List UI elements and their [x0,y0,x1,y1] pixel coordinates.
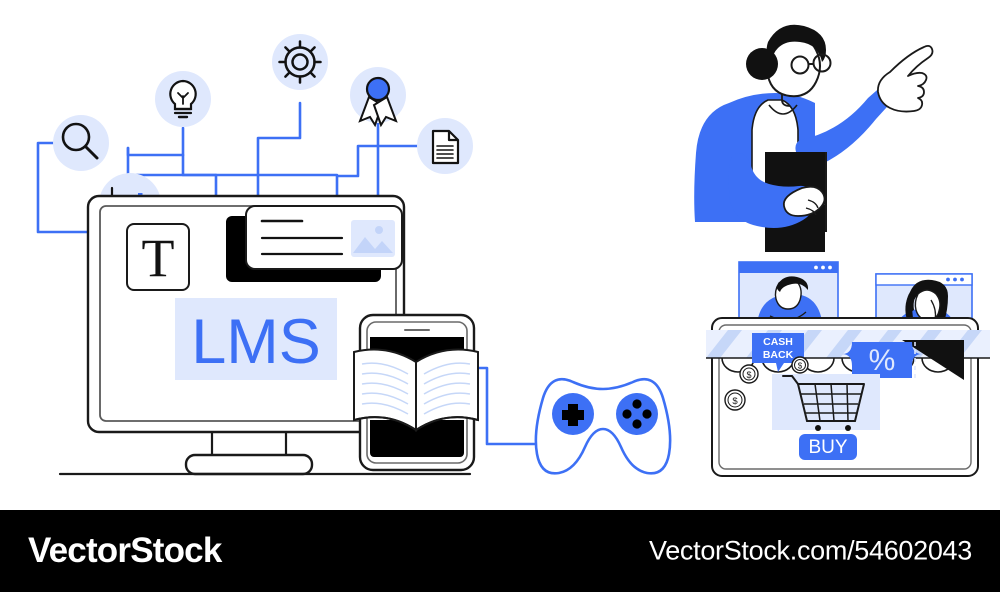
source-url: VectorStock.com/54602043 [648,535,972,566]
coin-2: $ [724,389,746,411]
game-controller[interactable] [534,377,672,475]
window-dots-left [814,265,832,270]
lms-label: LMS [175,298,337,380]
corner-accent [902,340,964,380]
action-buttons-icon[interactable] [616,393,658,435]
lightbulb-icon[interactable] [155,71,211,127]
percent-coupon[interactable]: % [842,342,922,378]
vector-illustration: T LMS [36,24,990,477]
window-dots-right [946,277,964,282]
connector-lines [36,101,549,446]
award-ribbon-icon[interactable] [350,67,406,128]
cashback-line1: CASH [763,336,793,348]
image-placeholder-icon [351,220,395,257]
document-icon[interactable] [417,118,473,174]
text-tool-icon[interactable]: T [126,223,190,291]
coins: $ $ $ [724,356,809,411]
shop-scene[interactable]: % CASH BACK $ $ [682,261,990,477]
svg-text:$: $ [732,396,738,407]
gear-icon[interactable] [272,34,328,90]
percent-symbol: % [869,344,896,377]
cashback-line2: BACK [763,349,794,361]
glasses-icon [790,53,832,75]
svg-text:$: $ [798,362,803,371]
tablet-ebook[interactable] [353,313,479,472]
content-card[interactable] [226,205,403,282]
watermark-bar: VectorStock VectorStock.com/54602043 [0,510,1000,592]
buy-button-label: BUY [808,437,847,458]
open-book-icon [353,348,479,432]
svg-text:$: $ [746,370,751,380]
brand-name: VectorStock [28,531,222,570]
desktop-monitor[interactable]: T LMS [58,194,472,476]
pointing-hand [877,44,934,113]
shopping-cart-icon[interactable] [782,375,865,431]
buy-button[interactable]: BUY [799,434,857,460]
holding-hand [782,185,826,217]
pointing-teacher[interactable] [694,24,934,252]
coin-3: $ [791,356,809,374]
cashback-bubble[interactable]: CASH BACK [752,333,804,372]
search-icon[interactable] [53,115,109,171]
text-tool-glyph: T [142,228,175,288]
coin-1: $ [739,364,759,384]
dpad-icon[interactable] [552,393,594,435]
lms-label-text: LMS [191,307,321,377]
